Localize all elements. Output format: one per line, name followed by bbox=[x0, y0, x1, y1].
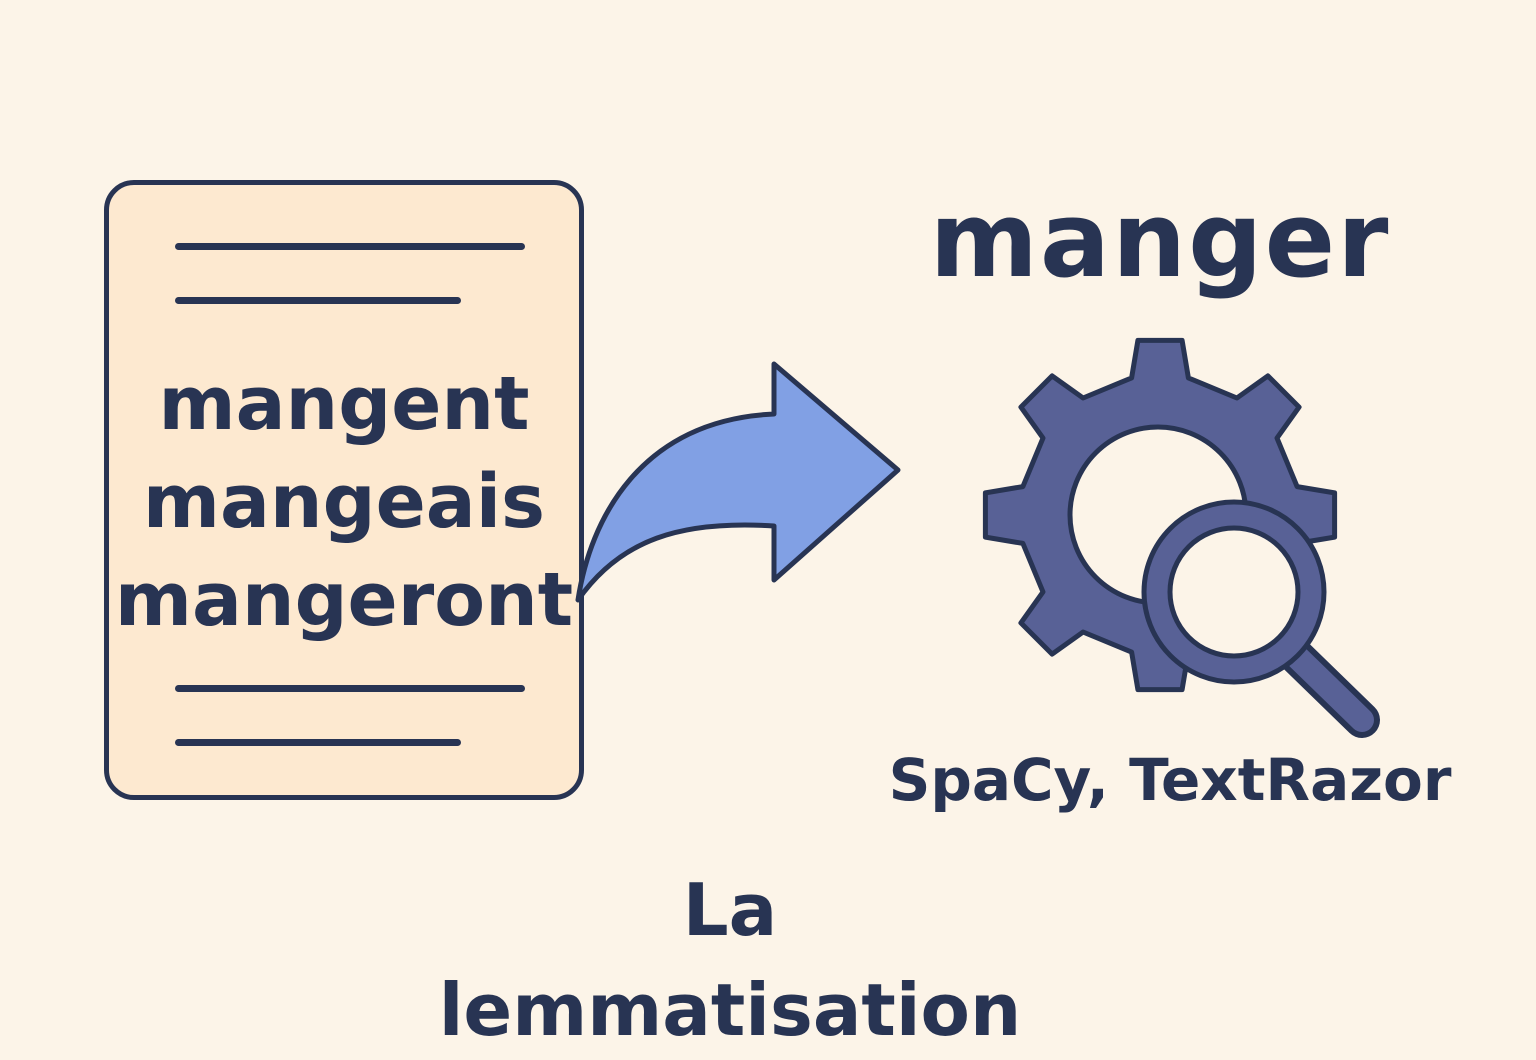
diagram-caption: La lemmatisation bbox=[438, 868, 1022, 1052]
document-line bbox=[175, 243, 525, 250]
document-icon: mangent mangeais mangeront bbox=[104, 180, 584, 800]
inflected-forms: mangent mangeais mangeront bbox=[109, 355, 579, 649]
tool-names: SpaCy, TextRazor bbox=[888, 746, 1452, 814]
document-line bbox=[175, 685, 525, 692]
gear-magnifier-icon bbox=[982, 337, 1380, 738]
inflected-form: mangent bbox=[158, 361, 530, 447]
inflected-form: mangeront bbox=[114, 557, 574, 643]
document-line bbox=[175, 739, 461, 746]
document-line bbox=[175, 297, 461, 304]
inflected-form: mangeais bbox=[142, 459, 546, 545]
magnifier-icon bbox=[1141, 499, 1380, 738]
curved-arrow-icon bbox=[575, 361, 901, 603]
lemmatisation-diagram: mangent mangeais mangeront manger SpaCy,… bbox=[104, 179, 1452, 1052]
lemma-word: manger bbox=[929, 179, 1391, 301]
